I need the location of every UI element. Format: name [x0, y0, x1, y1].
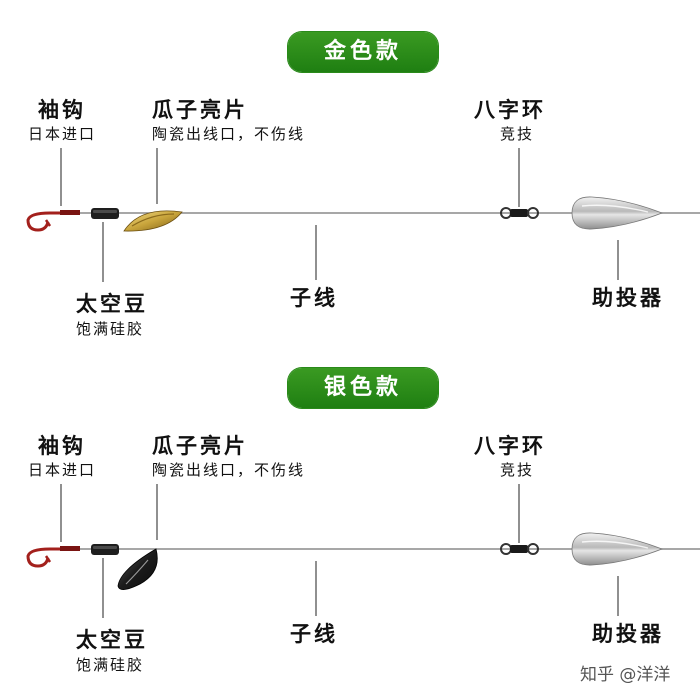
- silver-title-badge: 银色款: [288, 368, 438, 408]
- space-bean-icon: [91, 208, 119, 219]
- hook-icon: [26, 546, 80, 568]
- casting-float-icon: [571, 532, 664, 566]
- swivel-label: 八字环: [474, 98, 546, 122]
- swivel-note: 竞技: [500, 461, 535, 479]
- gold-title-badge: 金色款: [288, 32, 438, 72]
- line-label: 子线: [290, 286, 338, 310]
- casting-float-icon: [571, 196, 664, 230]
- swivel-icon: [500, 543, 539, 555]
- bead-note: 饱满硅胶: [76, 656, 145, 674]
- gold-rig-illustration: [26, 148, 700, 282]
- space-bean-icon: [91, 544, 119, 555]
- spoon-note: 陶瓷出线口，不伤线: [152, 461, 306, 479]
- hook-icon: [26, 210, 80, 232]
- watermark: 知乎 @洋洋: [580, 665, 671, 685]
- bead-label: 太空豆: [76, 628, 148, 652]
- spoon-label: 瓜子亮片: [152, 98, 248, 122]
- float-label: 助投器: [592, 286, 664, 310]
- silver-rig-panel: 银色款 袖钩 日本进口 瓜子亮片 陶瓷出线口，不伤线 八字环 竞技 太空豆 饱满…: [0, 336, 700, 686]
- bead-label: 太空豆: [76, 292, 148, 316]
- swivel-icon: [500, 207, 539, 219]
- hook-label: 袖钩: [38, 98, 86, 122]
- line-label: 子线: [290, 622, 338, 646]
- swivel-label: 八字环: [474, 434, 546, 458]
- bead-note: 饱满硅胶: [76, 320, 145, 338]
- swivel-note: 竞技: [500, 125, 535, 143]
- gold-rig-panel: 金色款 袖钩 日本进口 瓜子亮片 陶瓷出线口，不伤线 八字环 竞技 太空豆 饱满…: [26, 32, 700, 338]
- silver-spoon-icon: [117, 548, 158, 590]
- spoon-label: 瓜子亮片: [152, 434, 248, 458]
- hook-label: 袖钩: [38, 434, 86, 458]
- gold-spoon-icon: [123, 210, 183, 232]
- float-label: 助投器: [592, 622, 664, 646]
- hook-note: 日本进口: [28, 461, 97, 479]
- silver-rig-illustration: [26, 484, 700, 618]
- hook-note: 日本进口: [28, 125, 97, 143]
- spoon-note: 陶瓷出线口，不伤线: [152, 125, 306, 143]
